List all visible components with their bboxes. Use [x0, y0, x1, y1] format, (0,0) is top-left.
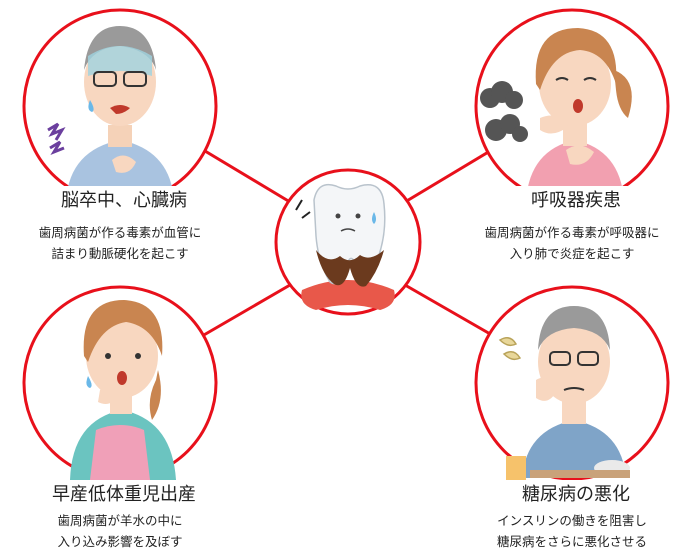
- item-desc-diabetes-worsening: インスリンの働きを阻害し 糖尿病をさらに悪化させる: [442, 510, 700, 552]
- desc-line: 歯周病菌が羊水の中に: [57, 513, 183, 528]
- desc-line: インスリンの働きを阻害し: [497, 513, 647, 528]
- item-title-respiratory-disease: 呼吸器疾患: [452, 186, 700, 212]
- desc-line: 詰まり動脈硬化を起こす: [51, 246, 189, 261]
- desc-line: 入り込み影響を及ぼす: [57, 534, 183, 549]
- elderly-man-chest-pain-icon: [22, 8, 218, 204]
- pregnant-woman-icon: [22, 285, 218, 481]
- item-desc-premature-birth: 歯周病菌が羊水の中に 入り込み影響を及ぼす: [0, 510, 250, 552]
- item-desc-respiratory-disease: 歯周病菌が作る毒素が呼吸器に 入り肺で炎症を起こす: [442, 222, 700, 264]
- item-title-diabetes-worsening: 糖尿病の悪化: [452, 480, 700, 506]
- desc-line: 入り肺で炎症を起こす: [509, 246, 635, 261]
- desc-line: 糖尿病をさらに悪化させる: [496, 534, 647, 549]
- item-title-premature-birth: 早産低体重児出産: [0, 480, 248, 506]
- desc-line: 歯周病菌が作る毒素が呼吸器に: [484, 225, 660, 240]
- tooth-with-plaque-icon: [274, 168, 422, 316]
- coughing-woman-icon: [474, 8, 670, 204]
- item-desc-stroke-heart-disease: 歯周病菌が作る毒素が血管に 詰まり動脈硬化を起こす: [0, 222, 250, 264]
- desc-line: 歯周病菌が作る毒素が血管に: [38, 225, 202, 240]
- item-title-stroke-heart-disease: 脳卒中、心臓病: [0, 186, 248, 212]
- elderly-man-worried-icon: [474, 285, 670, 481]
